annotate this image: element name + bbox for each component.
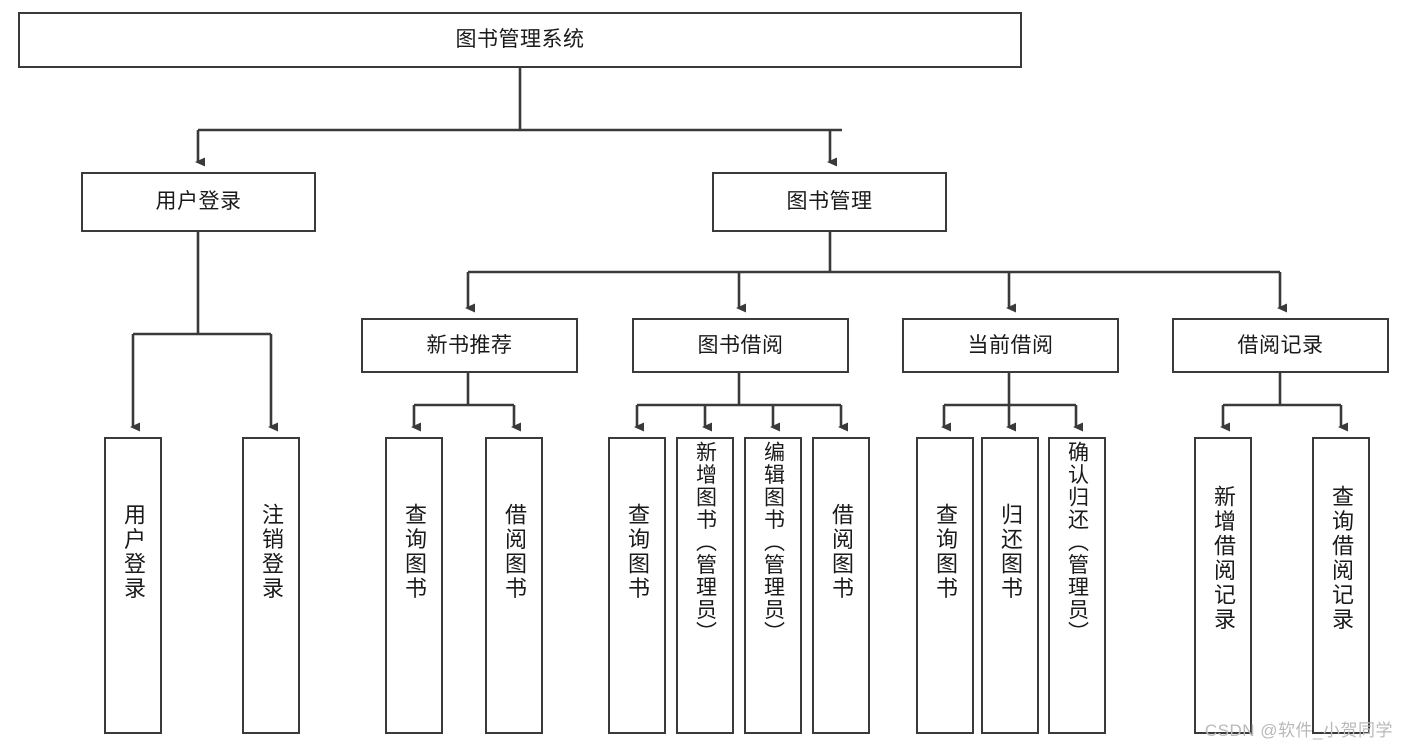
node-user-login-label: 用户登录 (155, 190, 242, 214)
node-root-system[interactable]: 图书管理系统 (18, 12, 1022, 68)
leaf-borrow-record-query[interactable]: 查询借阅记录 (1312, 437, 1370, 734)
leaf-user-login-login[interactable]: 用户登录 (104, 437, 162, 734)
leaf-current-borrow-return-label: 归还图书 (998, 503, 1023, 601)
leaf-user-login-logout-label: 注销登录 (259, 503, 284, 601)
leaf-current-borrow-confirm-label: 确认归还（管理员） (1065, 441, 1089, 644)
leaf-book-borrow-edit-label: 编辑图书（管理员） (761, 441, 785, 644)
leaf-borrow-record-query-label: 查询借阅记录 (1329, 485, 1354, 632)
leaf-current-borrow-query-label: 查询图书 (933, 503, 958, 601)
leaf-book-borrow-query[interactable]: 查询图书 (608, 437, 666, 734)
leaf-current-borrow-return[interactable]: 归还图书 (981, 437, 1039, 734)
leaf-new-book-borrow-label: 借阅图书 (502, 503, 527, 601)
leaf-book-borrow-add[interactable]: 新增图书（管理员） (676, 437, 734, 734)
node-new-book-recommend[interactable]: 新书推荐 (361, 318, 578, 373)
leaf-new-book-borrow[interactable]: 借阅图书 (485, 437, 543, 734)
leaf-book-borrow-borrow-label: 借阅图书 (829, 503, 854, 601)
leaf-book-borrow-query-label: 查询图书 (625, 503, 650, 601)
node-borrow-record[interactable]: 借阅记录 (1172, 318, 1389, 373)
node-root-system-label: 图书管理系统 (455, 28, 585, 52)
node-borrow-record-label: 借阅记录 (1237, 333, 1324, 357)
leaf-current-borrow-query[interactable]: 查询图书 (916, 437, 974, 734)
csdn-watermark: CSDN @软件_小贺同学 (1204, 721, 1393, 740)
leaf-book-borrow-edit[interactable]: 编辑图书（管理员） (744, 437, 802, 734)
leaf-borrow-record-add-label: 新增借阅记录 (1211, 485, 1236, 632)
node-book-manage[interactable]: 图书管理 (712, 172, 947, 232)
leaf-new-book-query-label: 查询图书 (402, 503, 427, 601)
node-current-borrow[interactable]: 当前借阅 (902, 318, 1119, 373)
leaf-borrow-record-add[interactable]: 新增借阅记录 (1194, 437, 1252, 734)
node-book-borrow[interactable]: 图书借阅 (632, 318, 849, 373)
node-current-borrow-label: 当前借阅 (967, 333, 1054, 357)
leaf-book-borrow-borrow[interactable]: 借阅图书 (812, 437, 870, 734)
node-book-borrow-label: 图书借阅 (697, 333, 784, 357)
node-book-manage-label: 图书管理 (786, 190, 873, 214)
leaf-current-borrow-confirm[interactable]: 确认归还（管理员） (1048, 437, 1106, 734)
leaf-book-borrow-add-label: 新增图书（管理员） (693, 441, 717, 644)
leaf-user-login-logout[interactable]: 注销登录 (242, 437, 300, 734)
node-new-book-recommend-label: 新书推荐 (426, 333, 513, 357)
leaf-new-book-query[interactable]: 查询图书 (385, 437, 443, 734)
leaf-user-login-login-label: 用户登录 (121, 503, 146, 601)
node-user-login[interactable]: 用户登录 (81, 172, 316, 232)
